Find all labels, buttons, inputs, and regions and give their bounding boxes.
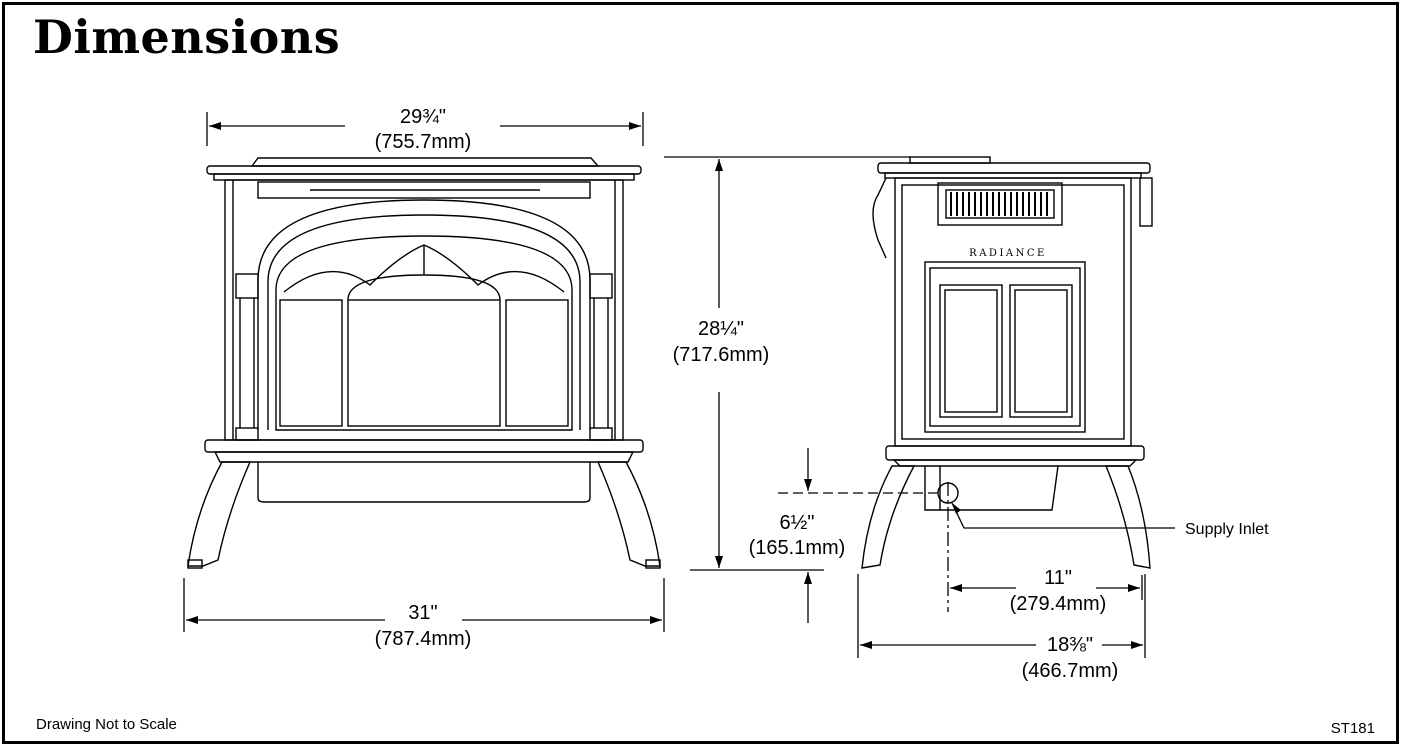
front-view bbox=[187, 157, 661, 569]
stove-brand-label: RADIANCE bbox=[969, 248, 1047, 259]
supply-inlet-label: Supply Inlet bbox=[1185, 521, 1269, 538]
base-width-mm: (787.4mm) bbox=[375, 628, 472, 650]
drawing-code: ST181 bbox=[1330, 720, 1375, 737]
scale-note: Drawing Not to Scale bbox=[36, 716, 177, 733]
page-title: Dimensions bbox=[33, 10, 341, 64]
inlet-offset-inches: 11" bbox=[1044, 567, 1072, 589]
height-inches: 28¼" bbox=[698, 318, 744, 340]
inlet-leader-arrow bbox=[952, 503, 961, 514]
top-width-mm: (755.7mm) bbox=[375, 131, 472, 153]
side-view bbox=[861, 156, 1153, 569]
inlet-height-mm: (165.1mm) bbox=[749, 537, 846, 559]
base-width-inches: 31" bbox=[408, 602, 437, 624]
inlet-height-inches: 6½" bbox=[780, 512, 815, 534]
louver-slats bbox=[950, 192, 1048, 216]
dimension-lines bbox=[183, 112, 1175, 658]
depth-inches: 18⅜" bbox=[1047, 634, 1093, 656]
inlet-offset-mm: (279.4mm) bbox=[1010, 593, 1107, 615]
depth-mm: (466.7mm) bbox=[1022, 660, 1119, 682]
top-width-inches: 29¾" bbox=[400, 106, 446, 128]
height-mm: (717.6mm) bbox=[673, 344, 770, 366]
